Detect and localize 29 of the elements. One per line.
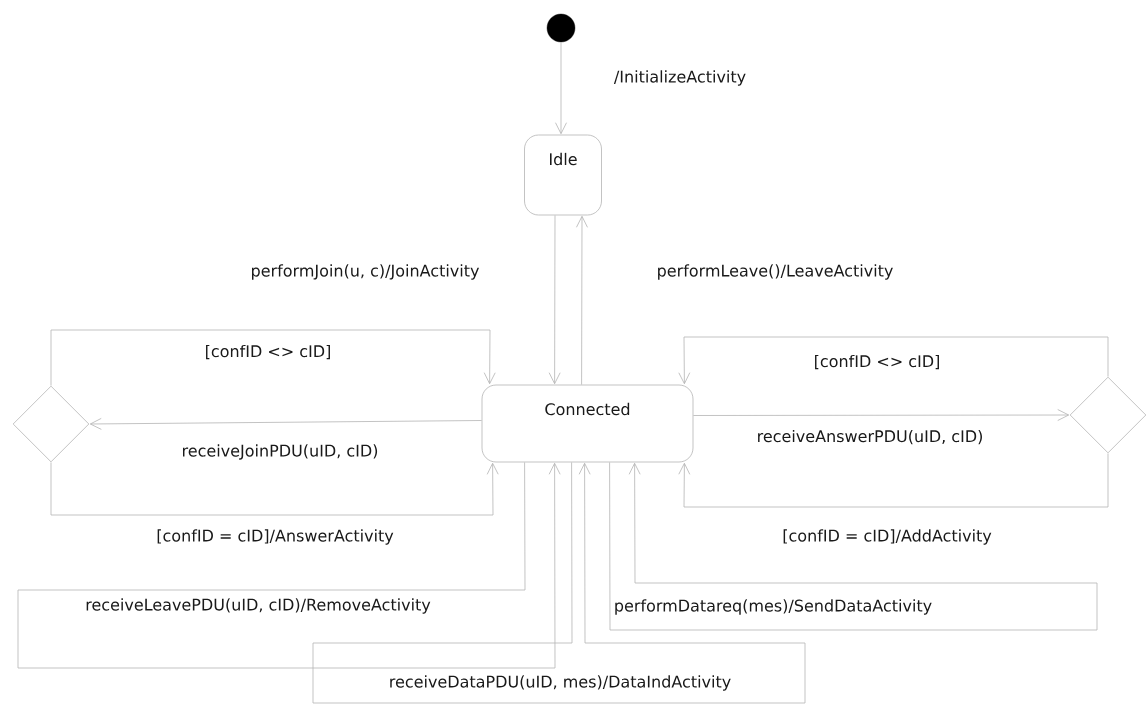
edge-label: [confID = cID]/AddActivity xyxy=(781,528,993,546)
transition-arrow xyxy=(678,336,1109,385)
transition-arrow xyxy=(693,409,1070,421)
edge-label: performJoin(u, c)/JoinActivity xyxy=(249,263,481,281)
edge-label: /InitializeActivity xyxy=(612,69,748,87)
decision-diamond xyxy=(1069,376,1146,454)
transition-arrow xyxy=(678,453,1109,508)
edge-label: receiveAnswerPDU(uID, cID) xyxy=(755,428,985,446)
edge-label: receiveLeavePDU(uID, cID)/RemoveActivity xyxy=(84,597,432,615)
initial-state-dot xyxy=(546,13,576,43)
transition-arrow xyxy=(17,462,561,669)
edge-label: [confID <> cID] xyxy=(812,353,942,371)
transition-arrow xyxy=(548,215,561,385)
transition-arrow xyxy=(89,418,482,430)
edge-label: performLeave()/LeaveActivity xyxy=(655,263,895,281)
edge-label: receiveDataPDU(uID, mes)/DataIndActivity xyxy=(387,674,733,692)
edge-label: [confID <> cID] xyxy=(203,343,333,361)
state-box: Idle xyxy=(524,134,602,216)
edge-label: [confID = cID]/AnswerActivity xyxy=(155,528,395,546)
transition-arrow xyxy=(555,41,567,135)
decision-diamond xyxy=(12,385,90,463)
transition-arrow xyxy=(576,215,588,385)
transition-arrow xyxy=(609,462,1098,631)
transition-arrow xyxy=(50,329,496,386)
state-box: Connected xyxy=(481,384,694,463)
edge-label: performDatareq(mes)/SendDataActivity xyxy=(612,598,934,616)
transition-arrow xyxy=(50,462,499,516)
transition-arrow xyxy=(312,462,806,704)
edge-label: receiveJoinPDU(uID, cID) xyxy=(180,443,380,461)
